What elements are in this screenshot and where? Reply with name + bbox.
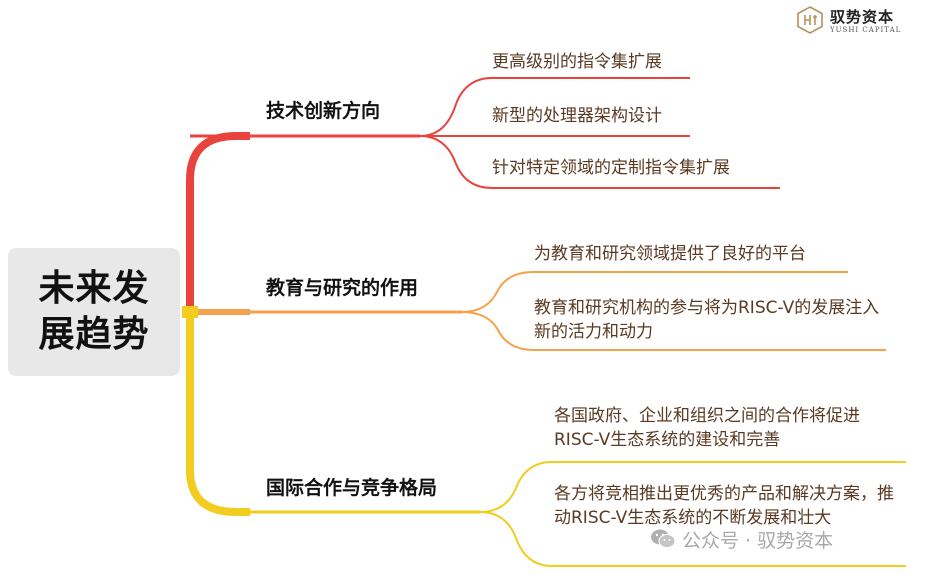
leaf-edu-1: 为教育和研究领域提供了良好的平台 [534,244,806,264]
leaf-curve-intl-1 [479,461,906,513]
trunk-red [186,132,250,312]
watermark-text: 公众号 · 驭势资本 [682,529,834,552]
wechat-icon [651,529,676,548]
logo-name: 驭势资本 [830,8,895,26]
trunk-yellow [186,312,250,516]
leaf-tech-3: 针对特定领域的定制指令集扩展 [492,158,730,178]
brand-logo: 驭势资本 YUSHI CAPITAL [796,4,926,40]
branch-label-tech: 技术创新方向 [266,100,381,122]
leaf-tech-1: 更高级别的指令集扩展 [492,52,662,72]
logo-seal-icon [797,6,823,34]
leaf-tech-2: 新型的处理器架构设计 [492,106,662,126]
branch-label-intl: 国际合作与竞争格局 [266,477,438,499]
watermark: 公众号 · 驭势资本 [650,526,833,552]
leaf-curve-tech-3 [419,135,780,189]
leaf-curve-tech-1 [419,77,690,137]
branch-label-edu: 教育与研究的作用 [266,277,419,299]
leaf-curve-edu-1 [461,271,848,313]
leaf-curve-edu-2 [461,311,886,351]
logo-subtitle: YUSHI CAPITAL [830,26,902,34]
leaf-intl-2: 各方将竞相推出更优秀的产品和解决方案，推动RISC-V生态系统的不断发展和壮大 [554,484,894,528]
root-node: 未来发展趋势 [8,248,180,376]
leaf-edu-2: 教育和研究机构的参与将为RISC-V的发展注入新的活力和动力 [534,298,880,342]
leaf-intl-1: 各国政府、企业和组织之间的合作将促进RISC-V生态系统的建设和完善 [554,406,860,450]
leaf-curve-intl-2 [479,511,906,567]
trunk-joint [182,306,198,318]
root-label: 未来发展趋势 [38,268,150,355]
